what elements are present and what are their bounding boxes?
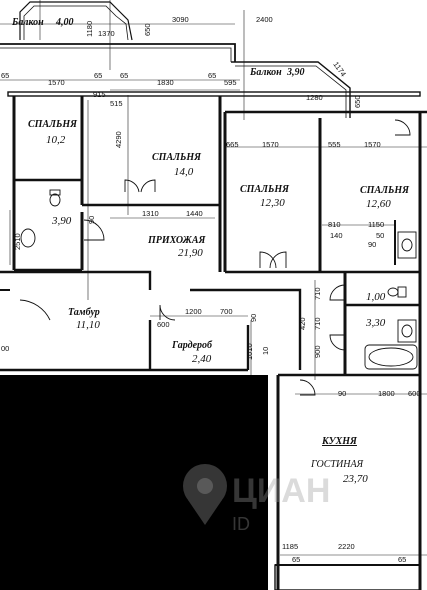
- room-area-kitchen-living: 23,70: [343, 473, 368, 485]
- dim-label: 1200: [185, 307, 202, 316]
- dim-label: 65: [120, 71, 128, 80]
- dim-label: 90: [368, 240, 376, 249]
- sink-cabinet-icon: [397, 319, 417, 343]
- dim-label: 600: [157, 320, 170, 329]
- dim-label: 65: [1, 71, 9, 80]
- dim-label: 50: [376, 231, 384, 240]
- sink-cabinet-icon: [397, 231, 417, 259]
- dim-label: 2220: [338, 542, 355, 551]
- dim-label: 600: [408, 389, 421, 398]
- dim-label: 650: [353, 95, 362, 108]
- dim-label: 10: [261, 347, 270, 355]
- dim-label: 65: [208, 71, 216, 80]
- room-name-vestibule: Тамбур: [68, 307, 100, 318]
- dim-label: 420: [298, 317, 307, 330]
- dim-label: 555: [328, 140, 341, 149]
- dim-label: 65: [398, 555, 406, 564]
- dim-label: 900: [313, 345, 322, 358]
- room-area-bedroom-1: 10,2: [46, 134, 66, 146]
- toilet-icon: [387, 287, 399, 297]
- dim-label: 90: [249, 314, 258, 322]
- room-name-bedroom-4: СПАЛЬНЯ: [360, 185, 410, 196]
- dim-label: 1830: [157, 78, 174, 87]
- redacted-block: [0, 375, 268, 590]
- dim-label: 650: [143, 23, 152, 36]
- dim-label: 710: [313, 287, 322, 300]
- dim-label: 1570: [364, 140, 381, 149]
- room-area-bedroom-4: 12,60: [366, 198, 391, 210]
- watermark-id: ID: [232, 514, 250, 534]
- room-name-kitchen: КУХНЯ: [321, 436, 358, 447]
- dim-label: 1150: [368, 220, 384, 229]
- dim-label: 1280: [306, 93, 323, 102]
- room-name-bedroom-1: СПАЛЬНЯ: [28, 119, 78, 130]
- fixtures: [20, 189, 418, 370]
- room-name-wardrobe: Гардероб: [171, 340, 213, 351]
- balcony-right-name: Балкон: [249, 67, 282, 78]
- dim-label: 1310: [142, 209, 159, 218]
- dim-label: 65: [292, 555, 300, 564]
- dim-label: 2510: [13, 233, 22, 250]
- toilet-icon: [49, 193, 61, 207]
- room-area-wc: 1,00: [366, 291, 386, 303]
- room-area-bedroom-2: 14,0: [174, 166, 194, 178]
- sink-icon: [20, 228, 36, 248]
- dimension-lines: [0, 0, 427, 556]
- dim-label: 00: [1, 344, 9, 353]
- dim-label: 710: [313, 317, 322, 330]
- watermark-brand: ЦИАН: [232, 472, 330, 510]
- dim-label: 1370: [98, 29, 115, 38]
- room-area-bedroom-3: 12,30: [260, 197, 285, 209]
- room-name-bedroom-3: СПАЛЬНЯ: [240, 184, 290, 195]
- bathtub-icon: [364, 344, 418, 370]
- room-name-hall: ПРИХОЖАЯ: [147, 235, 207, 246]
- dimension-labels: 1180 1370 3090 2400 650 1174 650 1280 15…: [1, 15, 421, 564]
- balcony-left-name: Балкон: [11, 17, 44, 28]
- room-name-living: ГОСТИНАЯ: [310, 459, 365, 470]
- room-area-bath-1: 3,90: [51, 215, 72, 227]
- dim-label: 915: [93, 90, 106, 99]
- room-area-bath-2: 3,30: [365, 317, 386, 329]
- dim-label: 2400: [256, 15, 273, 24]
- dim-label: 3090: [172, 15, 189, 24]
- dim-label: 1185: [282, 542, 298, 551]
- location-pin-icon: [183, 464, 227, 525]
- dim-label: 1440: [186, 209, 203, 218]
- doors: [19, 119, 411, 396]
- dim-label: 90: [87, 216, 96, 224]
- room-area-hall: 21,90: [178, 247, 203, 259]
- dim-label: 1010: [245, 343, 254, 360]
- dim-label: 1570: [48, 78, 65, 87]
- dim-label: 700: [220, 307, 233, 316]
- dim-label: 90: [338, 389, 346, 398]
- dim-label: 515: [110, 99, 123, 108]
- watermark: ЦИАН ID: [183, 464, 330, 534]
- dim-label: 665: [226, 140, 239, 149]
- room-area-wardrobe: 2,40: [192, 353, 212, 365]
- balcony-left-area: 4,00: [55, 17, 74, 28]
- balcony-right-area: 3,90: [286, 67, 305, 78]
- dim-label: 1800: [378, 389, 395, 398]
- dim-label: 65: [94, 71, 102, 80]
- room-area-vestibule: 11,10: [76, 319, 100, 331]
- dim-label: 1180: [85, 21, 94, 37]
- dim-label: 810: [328, 220, 341, 229]
- dim-label: 595: [224, 78, 237, 87]
- dim-label: 1570: [262, 140, 279, 149]
- room-name-bedroom-2: СПАЛЬНЯ: [152, 152, 202, 163]
- dim-label: 140: [330, 231, 343, 240]
- dim-label: 4290: [114, 131, 123, 148]
